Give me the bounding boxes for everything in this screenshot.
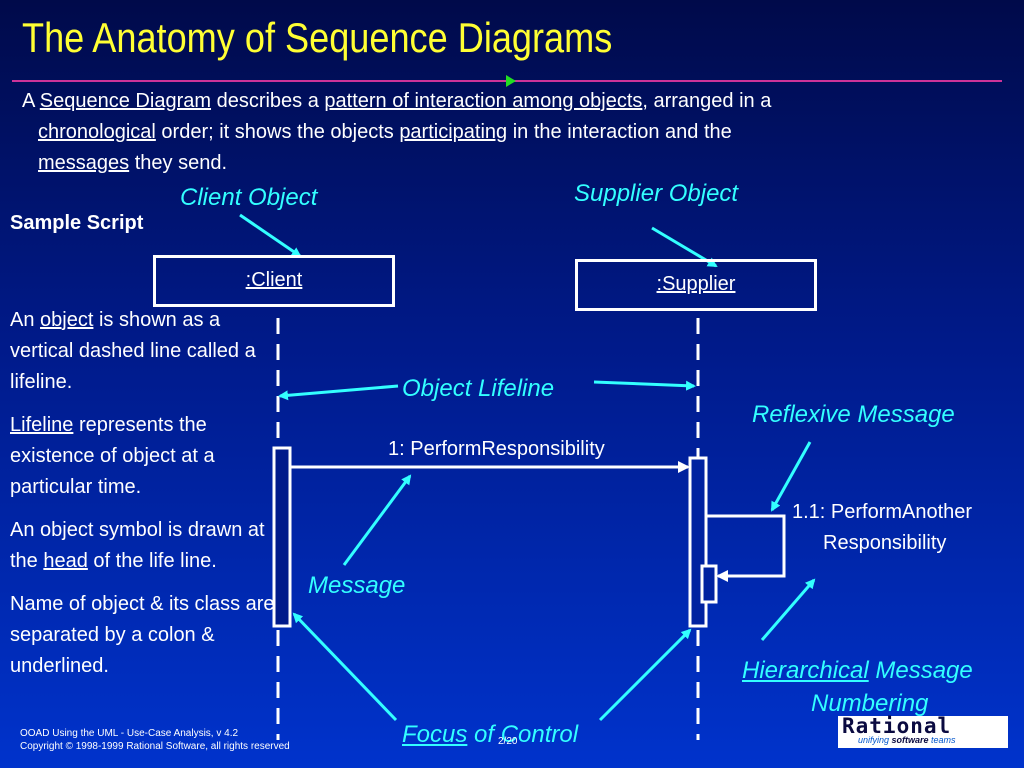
play-arrow-icon [506,75,516,87]
lifeline-pointer-left [278,384,399,401]
message-annotation: Message [308,572,406,599]
slide-title: The Anatomy of Sequence Diagrams [22,14,613,61]
sidebar-paragraph-4: Name of object & its class are separated… [10,593,275,677]
message-2-label-line1: 1.1: PerformAnother [792,501,973,523]
footer-copyright: Copyright © 1998-1999 Rational Software,… [20,741,290,752]
client-object-annotation: Client Object [180,184,318,211]
sample-script-heading: Sample Script [10,212,144,234]
client-activation-bar [272,446,292,628]
client-object-pointer [239,213,302,258]
reflexive-message-arrow [706,514,786,582]
supplier-object-name: :Supplier [656,273,736,295]
page-number: 2/20 [498,736,518,747]
supplier-object-annotation: Supplier Object [574,180,739,207]
nested-activation-bar [700,564,718,604]
sidebar-paragraph-3: An object symbol is drawn at the head of… [10,519,265,572]
sidebar-paragraph-1: An object is shown as a vertical dashed … [10,309,256,393]
sidebar-text: An object is shown as a vertical dashed … [10,305,280,682]
logo-tagline: unifying software teams [858,735,956,745]
intro-paragraph: A Sequence Diagram describes a pattern o… [22,90,772,174]
rational-logo: Rational unifying software teams [838,714,1008,748]
hierarchical-annotation: Hierarchical Message [742,657,973,684]
reflexive-message-annotation: Reflexive Message [752,401,955,428]
client-object-name: :Client [245,269,303,291]
footer-course: OOAD Using the UML - Use-Case Analysis, … [20,728,239,739]
message-2-label-line2: Responsibility [823,532,947,554]
hierarchical-pointer [760,578,816,641]
message-1-label: 1: PerformResponsibility [388,438,605,460]
message-pointer [342,474,412,566]
focus-of-control-annotation: Focus of Control [402,721,579,748]
sidebar-paragraph-2: Lifeline represents the existence of obj… [10,414,215,498]
focus-pointer-right [598,628,692,722]
supplier-object-box: :Supplier [575,259,817,311]
logo-wordmark: Rational [842,714,952,738]
lifeline-pointer-right [593,380,696,391]
reflexive-pointer [770,441,812,512]
focus-pointer-left [292,612,398,722]
numbering-annotation: Numbering [811,690,929,717]
object-lifeline-annotation: Object Lifeline [402,375,555,402]
client-object-box: :Client [153,255,395,307]
